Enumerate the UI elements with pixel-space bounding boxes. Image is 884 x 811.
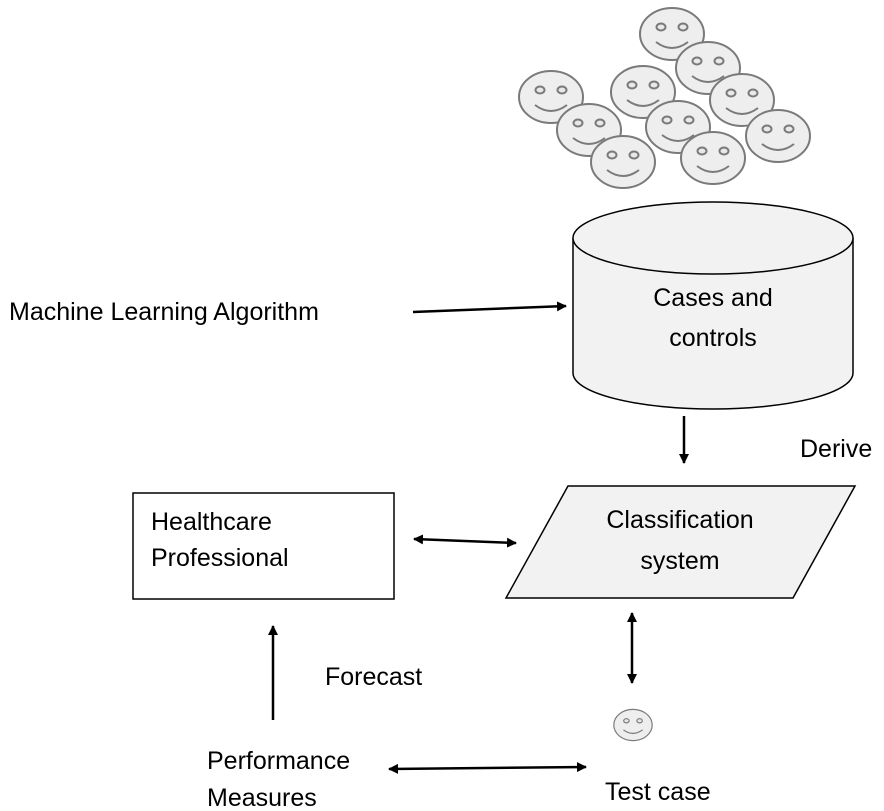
ml-algorithm-label: Machine Learning Algorithm — [9, 298, 319, 326]
professional-label-line2: Professional — [151, 544, 289, 572]
healthcare-professional-box: Healthcare Professional — [132, 492, 395, 600]
crowd-faces — [518, 7, 811, 189]
performance-testcase-arrow — [388, 762, 587, 774]
cases-controls-database: Cases and controls — [572, 201, 854, 410]
performance-label-line2: Measures — [207, 784, 317, 811]
forecast-label: Forecast — [325, 663, 422, 691]
ml-to-database-arrow — [412, 301, 567, 314]
database-label-line1: Cases and — [653, 284, 773, 312]
professional-label-line1: Healthcare — [151, 508, 272, 536]
test-case-label: Test case — [605, 778, 711, 806]
classifier-label-line1: Classification — [606, 506, 753, 534]
test-case-smiley-icon — [613, 708, 653, 742]
derive-label: Derive — [800, 435, 872, 463]
classifier-label-line2: system — [640, 547, 719, 575]
database-label-line2: controls — [669, 324, 757, 352]
smiley-face-icon — [745, 109, 811, 163]
smiley-face-icon — [590, 135, 656, 189]
performance-label-line1: Performance — [207, 747, 350, 775]
professional-classifier-arrow — [413, 534, 517, 548]
smiley-face-icon — [680, 131, 746, 185]
classification-system: Classification system — [504, 485, 857, 599]
